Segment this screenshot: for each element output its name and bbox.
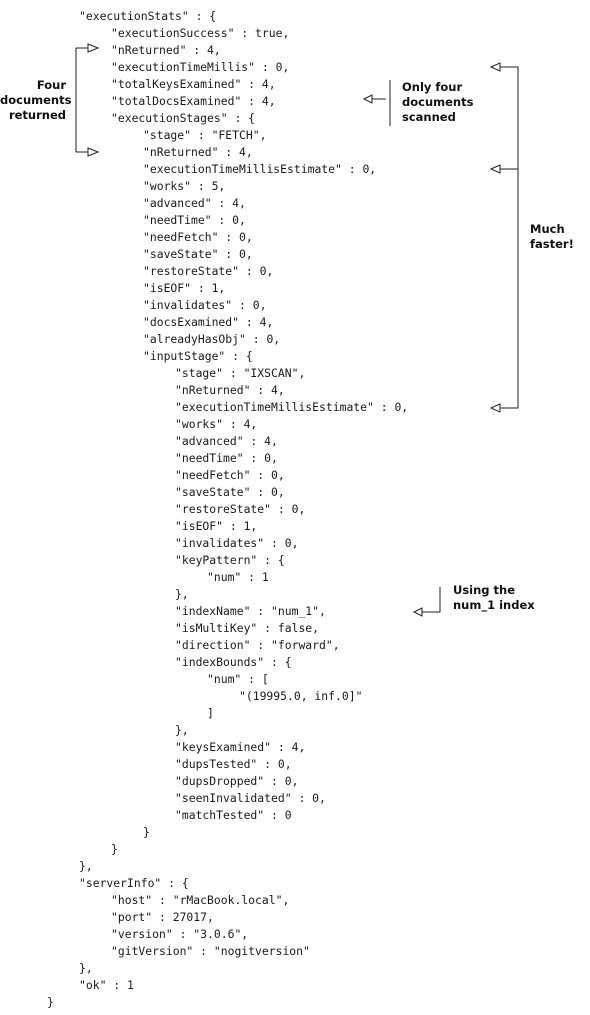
- arrowhead-nreturned-fetch: [87, 147, 100, 157]
- code-line: "executionTimeMillisEstimate" : 0,: [143, 162, 377, 176]
- code-line: "executionTimeMillis" : 0,: [111, 60, 290, 74]
- code-line: "dupsDropped" : 0,: [175, 774, 299, 788]
- code-line: "nReturned" : 4,: [111, 43, 221, 57]
- code-line: "saveState" : 0,: [143, 247, 253, 261]
- code-line: "invalidates" : 0,: [175, 536, 299, 550]
- code-line: "seenInvalidated" : 0,: [175, 791, 326, 805]
- code-line: ]: [207, 706, 214, 720]
- arrowhead-nreturned-top: [87, 43, 100, 53]
- code-line: },: [79, 859, 93, 873]
- code-line: },: [175, 723, 189, 737]
- code-line: "totalKeysExamined" : 4,: [111, 77, 276, 91]
- code-line: }: [111, 842, 118, 856]
- code-line: "ok" : 1: [79, 978, 134, 992]
- code-line: "isEOF" : 1,: [175, 519, 258, 533]
- code-line: "keyPattern" : {: [175, 553, 285, 567]
- code-line: "version" : "3.0.6",: [111, 927, 249, 941]
- code-line: }: [143, 825, 150, 839]
- code-line: "indexBounds" : {: [175, 655, 292, 669]
- code-line: "host" : "rMacBook.local",: [111, 893, 290, 907]
- code-line: "isMultiKey" : false,: [175, 621, 320, 635]
- code-line: "needFetch" : 0,: [175, 468, 285, 482]
- arrowhead-using-index: [412, 607, 423, 617]
- arrow-using-index: [418, 587, 441, 613]
- code-line: "port" : 27017,: [111, 910, 214, 924]
- arrowhead-much-faster-top: [489, 62, 501, 72]
- code-line: "nReturned" : 4,: [175, 383, 285, 397]
- code-line: "executionStages" : {: [111, 111, 256, 125]
- code-line: "totalDocsExamined" : 4,: [111, 94, 276, 108]
- code-line: "stage" : "FETCH",: [143, 128, 267, 142]
- annotation-much-faster: Much faster!: [530, 222, 574, 251]
- annotation-using-num1-index: Using the num_1 index: [453, 583, 535, 612]
- code-line: "advanced" : 4,: [143, 196, 246, 210]
- arrowhead-much-faster-bottom: [489, 403, 501, 413]
- code-line: "works" : 4,: [175, 417, 258, 431]
- code-line: "executionStats" : {: [79, 9, 217, 23]
- arrowhead-much-faster-middle: [489, 164, 501, 174]
- code-line: "restoreState" : 0,: [143, 264, 274, 278]
- code-line: "executionSuccess" : true,: [111, 26, 290, 40]
- arrowhead-only-four-scanned: [362, 94, 373, 104]
- code-line: "restoreState" : 0,: [175, 502, 306, 516]
- code-line: "num" : [: [207, 672, 269, 686]
- code-line: "stage" : "IXSCAN",: [175, 366, 306, 380]
- code-line: "alreadyHasObj" : 0,: [143, 332, 281, 346]
- code-line: "dupsTested" : 0,: [175, 757, 292, 771]
- code-line: },: [79, 961, 93, 975]
- code-line: "executionTimeMillisEstimate" : 0,: [175, 400, 409, 414]
- annotation-only-four-documents-scanned: Only four documents scanned: [402, 80, 474, 124]
- code-line: "keysExamined" : 4,: [175, 740, 306, 754]
- bracket-four-documents-returned: [75, 47, 98, 153]
- code-line: "docsExamined" : 4,: [143, 315, 274, 329]
- code-line: "indexName" : "num_1",: [175, 604, 326, 618]
- code-line: "matchTested" : 0: [175, 808, 292, 822]
- code-line: "serverInfo" : {: [79, 876, 189, 890]
- code-line: "saveState" : 0,: [175, 485, 285, 499]
- code-line: "inputStage" : {: [143, 349, 253, 363]
- code-line: "needTime" : 0,: [175, 451, 278, 465]
- code-line: "needTime" : 0,: [143, 213, 246, 227]
- code-line: "works" : 5,: [143, 179, 226, 193]
- code-line: "(19995.0, inf.0]": [239, 689, 363, 703]
- bracket-much-faster: [492, 66, 519, 409]
- code-line: },: [175, 587, 189, 601]
- code-line: "direction" : "forward",: [175, 638, 340, 652]
- code-line: "isEOF" : 1,: [143, 281, 226, 295]
- code-line: "num" : 1: [207, 570, 269, 584]
- code-line: "needFetch" : 0,: [143, 230, 253, 244]
- code-line: "advanced" : 4,: [175, 434, 278, 448]
- annotation-four-documents-returned: Four documents returned: [0, 78, 72, 122]
- code-line: "invalidates" : 0,: [143, 298, 267, 312]
- code-line: "gitVersion" : "nogitversion": [111, 944, 310, 958]
- code-line: }: [47, 995, 54, 1009]
- code-line: "nReturned" : 4,: [143, 145, 253, 159]
